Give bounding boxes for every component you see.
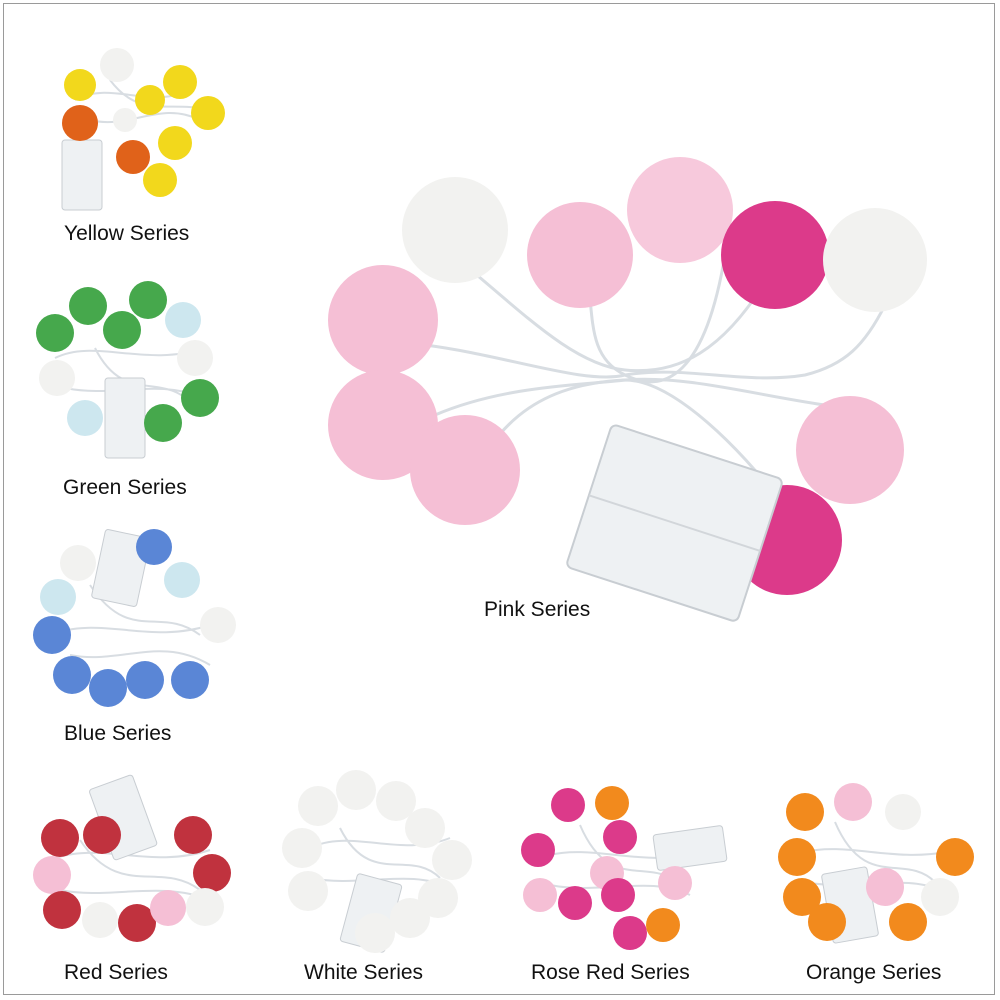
pink-series-label: Pink Series bbox=[484, 598, 591, 621]
rose-red-series-product bbox=[520, 785, 730, 955]
pink-series-product bbox=[325, 155, 935, 675]
white-series-product bbox=[280, 768, 480, 958]
pink-string-lights bbox=[328, 157, 927, 622]
yellow-string-lights bbox=[61, 48, 225, 211]
orange-series-label: Orange Series bbox=[806, 961, 942, 984]
green-series-label: Green Series bbox=[63, 476, 187, 499]
red-string-lights bbox=[33, 774, 231, 942]
yellow-series-label: Yellow Series bbox=[64, 222, 190, 245]
yellow-series-product bbox=[50, 40, 240, 211]
rose-red-string-lights bbox=[521, 786, 728, 950]
orange-string-lights bbox=[778, 783, 974, 944]
green-series-product bbox=[35, 278, 225, 478]
blue-string-lights bbox=[33, 529, 236, 707]
red-series-label: Red Series bbox=[64, 961, 168, 984]
rose-red-series-label: Rose Red Series bbox=[531, 961, 690, 984]
image-frame bbox=[3, 3, 995, 995]
white-string-lights bbox=[282, 770, 472, 953]
white-series-label: White Series bbox=[304, 961, 424, 984]
blue-series-label: Blue Series bbox=[64, 722, 172, 745]
blue-series-product bbox=[30, 525, 240, 710]
green-string-lights bbox=[36, 281, 219, 459]
red-series-product bbox=[30, 774, 235, 950]
orange-series-product bbox=[775, 782, 980, 952]
